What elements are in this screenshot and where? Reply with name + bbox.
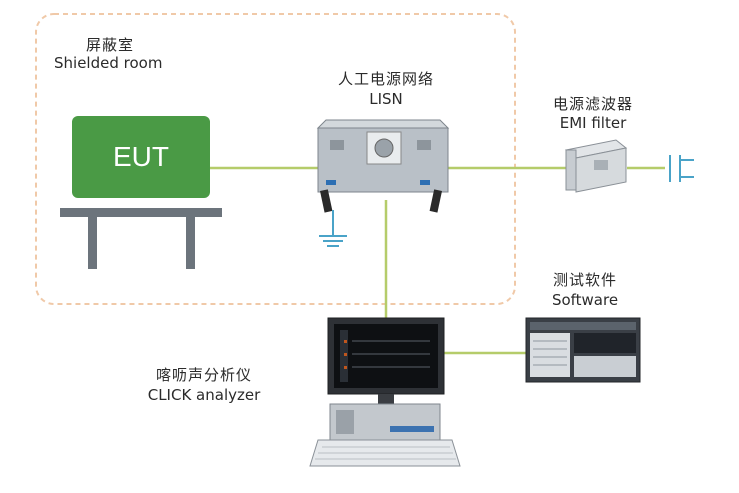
software-label-cn: 测试软件 [552, 271, 617, 289]
click-analyzer-label-en: CLICK analyzer [147, 386, 261, 404]
shielded-room-label-cn: 屏蔽室 [86, 36, 135, 54]
eut-box: EUT [72, 116, 210, 198]
software-label-en: Software [551, 291, 619, 309]
analyzer-monitor [327, 317, 445, 404]
lisn-label-cn: 人工电源网络 [337, 70, 434, 88]
eut-table [60, 208, 222, 269]
lisn-device [316, 119, 450, 213]
emi-filter-label-cn: 电源滤波器 [552, 95, 633, 113]
cables [210, 166, 665, 355]
emi-filter-device [564, 139, 628, 193]
ground-icon [319, 210, 347, 247]
click-analyzer-label-cn: 喀呖声分析仪 [155, 366, 252, 384]
lisn-label-en: LISN [369, 90, 403, 108]
emi-filter-label-en: EMI filter [559, 114, 627, 132]
software-screenshot [525, 317, 641, 383]
eut-label: EUT [113, 141, 169, 172]
shielded-room-label-en: Shielded room [54, 54, 163, 72]
shielded-room-border [35, 13, 516, 305]
mains-plug-icon [669, 155, 694, 182]
analyzer-unit [309, 403, 461, 467]
